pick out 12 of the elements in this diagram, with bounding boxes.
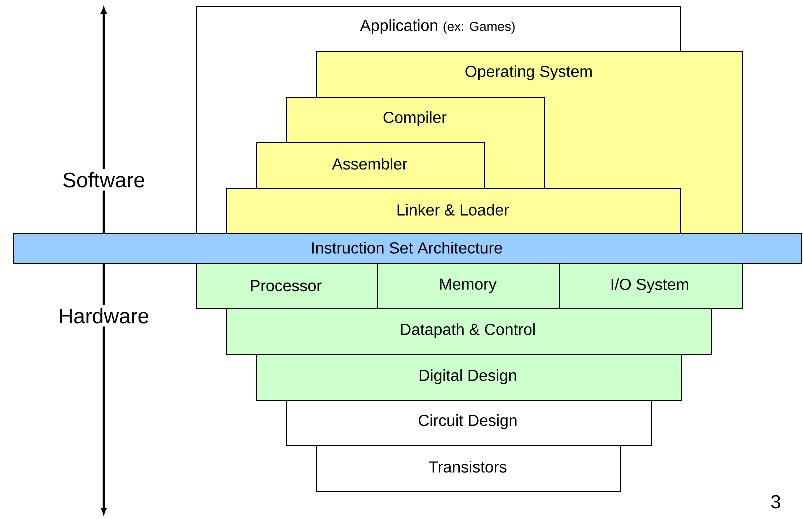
layer-box: Transistors	[316, 444, 622, 492]
band: Instruction Set Architecture	[13, 233, 802, 264]
layer-box: Processor	[196, 262, 378, 310]
layer-box: Digital Design	[256, 354, 682, 402]
layer-label: Software	[60, 169, 148, 191]
page-number: 3	[771, 495, 780, 509]
layer-box: Memory	[377, 262, 560, 310]
layer-box: Assembler	[256, 142, 486, 190]
layer-box: Circuit Design	[286, 400, 652, 446]
layer-box: I/O System	[559, 262, 744, 310]
layer-box: Linker & Loader	[226, 188, 682, 234]
layer-label: Hardware	[56, 305, 153, 327]
